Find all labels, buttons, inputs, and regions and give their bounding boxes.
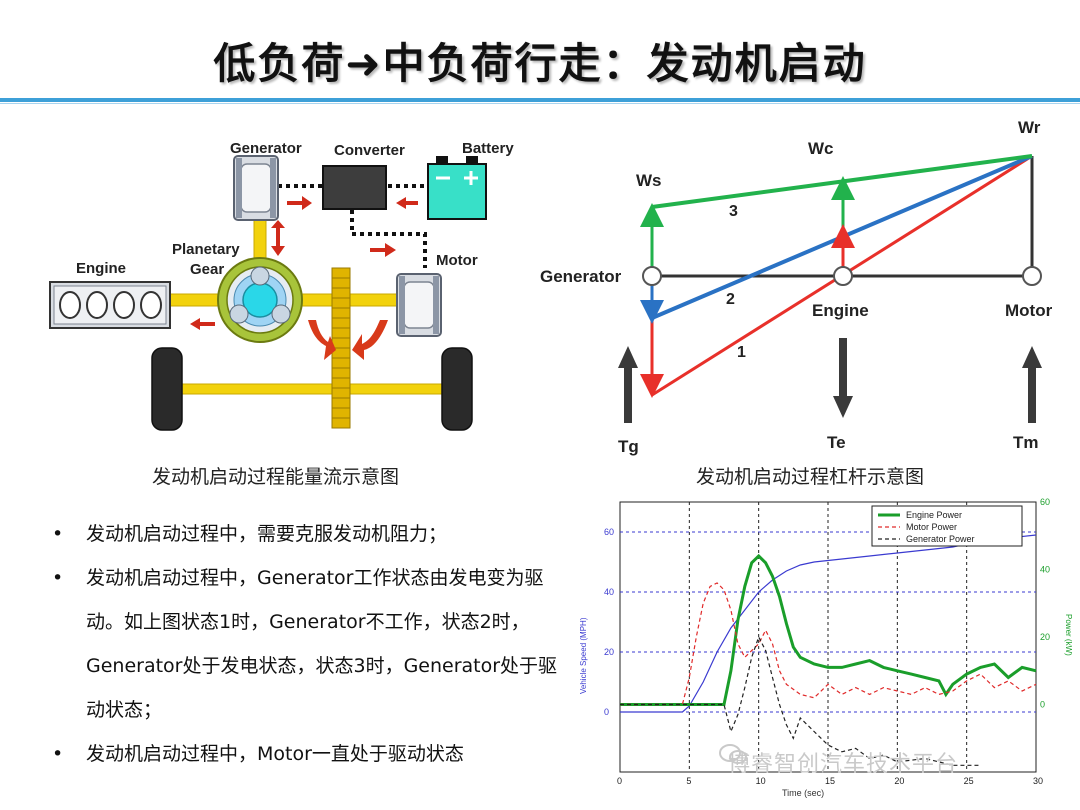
y-axis-label: Vehicle Speed (MPH) xyxy=(579,617,588,694)
state3-label: 3 xyxy=(729,203,738,220)
x-tick-label: 20 xyxy=(894,776,904,786)
te-label: Te xyxy=(827,433,846,452)
lever-generator-label: Generator xyxy=(540,267,622,286)
x-tick-label: 0 xyxy=(617,776,622,786)
bullet-item: •发动机启动过程中，需要克服发动机阻力； xyxy=(52,523,448,545)
tm-label: Tm xyxy=(1013,433,1039,452)
title-divider-thin xyxy=(0,103,1080,104)
series-engine-power xyxy=(620,553,1037,706)
state2-label: 2 xyxy=(726,291,735,308)
legend-label: Generator Power xyxy=(906,534,975,544)
engine-label: Engine xyxy=(76,260,126,277)
bullet-list: •发动机启动过程中，需要克服发动机阻力； •发动机启动过程中，Generator… xyxy=(46,512,576,776)
y2-axis-label: Power (kW) xyxy=(1064,614,1072,656)
x-tick-label: 15 xyxy=(825,776,835,786)
lever-motor-label: Motor xyxy=(1005,301,1053,320)
energy-diagram-caption: 发动机启动过程能量流示意图 xyxy=(152,466,400,488)
y2-tick-label: 60 xyxy=(1040,497,1050,507)
x-tick-label: 25 xyxy=(964,776,974,786)
wc-label: Wc xyxy=(808,139,834,158)
gear-label: Gear xyxy=(190,261,224,278)
y-tick-label: 0 xyxy=(604,707,609,717)
ws-label: Ws xyxy=(636,171,662,190)
y-tick-label: 20 xyxy=(604,647,614,657)
y-tick-label: 60 xyxy=(604,527,614,537)
y2-tick-label: 40 xyxy=(1040,565,1050,575)
energy-flow-diagram: Generator Converter Battery Planetary Ge… xyxy=(49,140,514,431)
power-chart: 0 5 10 15 20 25 30 0 20 40 60 0 20 40 60 Engine PowerM… xyxy=(579,497,1072,798)
y-tick-label: 40 xyxy=(604,587,614,597)
state1-label: 1 xyxy=(737,344,746,361)
converter-label: Converter xyxy=(334,142,405,159)
wechat-icon xyxy=(719,744,747,764)
series-motor-power xyxy=(620,582,1037,706)
watermark-text: 博睿智创汽车技术平台 xyxy=(728,752,959,777)
tg-label: Tg xyxy=(618,437,639,456)
x-tick-label: 30 xyxy=(1033,776,1043,786)
y2-tick-label: 0 xyxy=(1040,700,1045,710)
legend-label: Engine Power xyxy=(906,510,962,520)
generator-label: Generator xyxy=(230,140,302,157)
x-tick-label: 5 xyxy=(686,776,691,786)
legend-box xyxy=(871,505,1023,547)
lever-engine-label: Engine xyxy=(812,301,869,320)
battery-label: Battery xyxy=(462,140,514,157)
bullet-item: •发动机启动过程中，Generator工作状态由发电变为驱动。如上图状态1时，G… xyxy=(52,567,558,721)
series-generator-power xyxy=(620,635,981,766)
x-tick-label: 10 xyxy=(756,776,766,786)
legend-label: Motor Power xyxy=(906,522,957,532)
bullet-item: •发动机启动过程中，Motor一直处于驱动状态 xyxy=(52,743,464,765)
series-vehicle-speed xyxy=(620,534,1037,713)
page-title: 低负荷➜中负荷行走：发动机启动 xyxy=(213,39,867,88)
y2-tick-label: 20 xyxy=(1040,632,1050,642)
motor-label: Motor xyxy=(436,252,478,269)
wr-label: Wr xyxy=(1018,118,1041,137)
lever-diagram-caption: 发动机启动过程杠杆示意图 xyxy=(696,466,925,488)
title-divider xyxy=(0,98,1080,102)
planetary-label: Planetary xyxy=(172,241,240,258)
lever-diagram: Wr Wc Ws 3 2 1 Generator Engine Motor Tg… xyxy=(540,118,1053,456)
x-axis-label: Time (sec) xyxy=(782,788,824,798)
